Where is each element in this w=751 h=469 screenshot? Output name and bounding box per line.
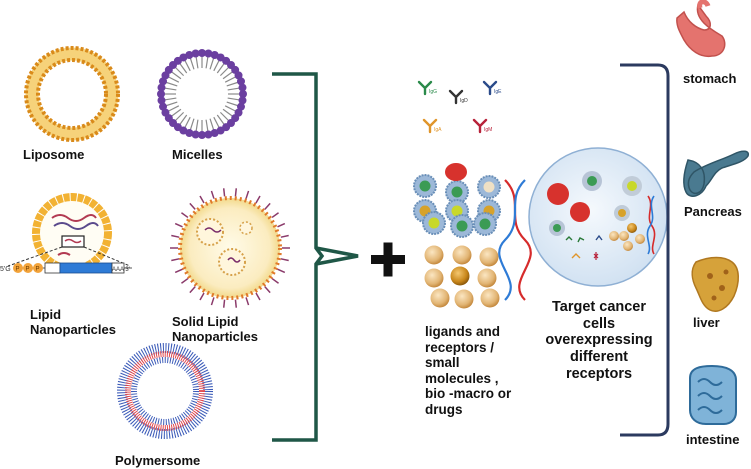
drug-bead — [424, 268, 444, 288]
antibody-label: IgD — [460, 98, 468, 104]
ligand-nanoparticle — [422, 211, 446, 235]
antibody-label: IgG — [429, 89, 437, 95]
drug-bead — [480, 288, 500, 308]
plus-sign — [371, 242, 405, 277]
antibody-icon: IgD — [448, 89, 468, 105]
micelle-figure — [157, 49, 247, 139]
dna-helix-icon — [498, 179, 532, 301]
drug-bead — [424, 245, 444, 265]
mrna-3prime: AAA 3' — [112, 267, 130, 273]
label-micelles: Micelles — [172, 147, 223, 162]
drug-bead — [430, 288, 450, 308]
antibody-label: IgM — [484, 127, 492, 133]
cap-p-1: P — [16, 267, 20, 273]
cap-p-3: P — [36, 267, 40, 273]
left-bracket — [272, 72, 325, 442]
cap-p-2: P — [26, 267, 30, 273]
liposome-figure — [24, 46, 120, 142]
antibody-icon: IgG — [417, 80, 437, 96]
antibody-icon: IgM — [472, 118, 492, 134]
label-pancreas: Pancreas — [684, 204, 742, 219]
right-bracket — [620, 63, 670, 437]
ligand-nanoparticle — [413, 174, 437, 198]
mrna-5prime: 5'G — [0, 266, 11, 273]
ligand-nanoparticle — [473, 212, 497, 236]
intestine-icon — [689, 364, 737, 425]
label-ligands-caption: ligands and receptors / small molecules … — [425, 324, 512, 417]
liver-icon — [691, 256, 739, 312]
pancreas-icon — [683, 150, 750, 197]
drug-bead — [452, 245, 472, 265]
label-liposome: Liposome — [23, 147, 85, 162]
label-target-cells: Target cancer cells overexpressing diffe… — [545, 299, 653, 382]
label-stomach: stomach — [683, 71, 737, 86]
drug-bead — [450, 266, 470, 286]
antibody-label: IgA — [434, 127, 442, 133]
label-polymersome: Polymersome — [115, 453, 201, 468]
antibody-label: IgE — [494, 89, 502, 95]
mrna-construct: 5'G P P P AAA 3' — [0, 262, 132, 274]
antibody-icon: IgA — [422, 118, 442, 134]
drug-bead — [477, 268, 497, 288]
drug-bead — [479, 247, 499, 267]
ligand-nanoparticle — [450, 214, 474, 238]
antibody-icon: IgE — [482, 80, 502, 96]
target-cell — [528, 147, 668, 287]
polymersome-figure — [117, 343, 213, 439]
antibody-group: IgG IgD IgE IgA IgM — [417, 80, 502, 134]
red-particle — [445, 163, 467, 181]
left-bracket-arrow — [315, 246, 359, 266]
label-solid-lipid-nanoparticles: Solid Lipid Nanoparticles — [172, 314, 258, 344]
label-liver: liver — [693, 315, 720, 330]
stomach-icon — [676, 0, 726, 58]
solid-lipid-nanoparticle-figure — [170, 188, 290, 308]
lipid-nanoparticle-figure — [7, 193, 131, 273]
label-lipid-nanoparticles: Lipid Nanoparticles — [30, 307, 116, 337]
label-intestine: intestine — [686, 432, 740, 447]
drug-bead — [454, 289, 474, 309]
ligand-nanoparticle — [477, 175, 501, 199]
nanoparticle-array — [413, 163, 501, 309]
ligand-nanoparticle — [445, 180, 469, 204]
